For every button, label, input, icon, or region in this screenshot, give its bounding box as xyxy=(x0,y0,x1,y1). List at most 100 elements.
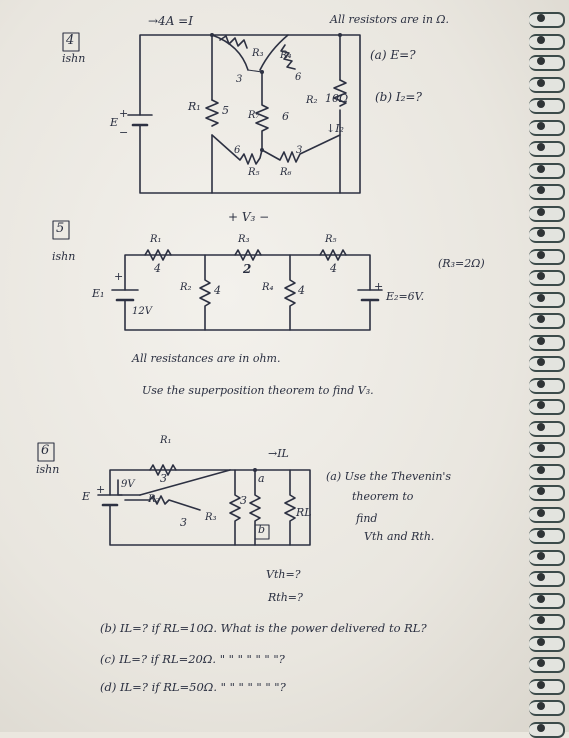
p4-plus: + xyxy=(119,107,129,120)
punch-hole xyxy=(537,143,545,151)
p4-r2: R₂ xyxy=(306,95,318,106)
p6-rl-zigzag xyxy=(284,469,296,546)
spiral-ring xyxy=(529,76,565,93)
p6-vth: Vth=? xyxy=(266,568,301,581)
p4-question-a: (a) E=? xyxy=(370,48,416,62)
spiral-ring xyxy=(529,55,565,71)
spiral-ring xyxy=(529,463,565,480)
punch-hole xyxy=(537,250,545,259)
p5-r5: R₅ xyxy=(325,234,337,245)
punch-hole xyxy=(537,422,545,431)
p4-r1-value: 5 xyxy=(222,104,229,117)
p5-e1-value: 12V xyxy=(132,306,152,317)
spiral-ring xyxy=(529,334,565,351)
spiral-ring xyxy=(529,313,565,329)
p6-question-a-3: find xyxy=(356,512,378,525)
p4-tag: ishn xyxy=(62,52,86,65)
p5-r1-zigzag xyxy=(144,249,172,261)
p6-r1-value: 3 xyxy=(160,472,167,485)
spiral-ring xyxy=(529,291,565,308)
punch-hole xyxy=(537,379,545,388)
punch-hole xyxy=(537,444,545,452)
spiral-ring xyxy=(529,420,565,437)
p4-r2-zigzag xyxy=(333,79,347,107)
p4-note: All resistors are in Ω. xyxy=(330,13,450,26)
p6-question-b: (b) IL=? if RL=10Ω. What is the power de… xyxy=(100,621,427,635)
p4-source-label: E xyxy=(110,116,119,129)
p6-outer-loop xyxy=(109,469,311,546)
punch-hole xyxy=(537,616,545,624)
p5-r5-zigzag xyxy=(319,249,347,261)
p6-question-a-2: theorem to xyxy=(352,490,414,503)
p5-e2: E₂=6V. xyxy=(386,290,425,303)
spiral-ring xyxy=(529,442,565,458)
punch-hole xyxy=(537,508,545,517)
p4-number: 4 xyxy=(66,33,75,48)
p5-r4: R₄ xyxy=(262,282,274,293)
punch-hole xyxy=(537,573,545,581)
p4-r4: R₄ xyxy=(280,50,292,61)
spiral-ring xyxy=(529,356,565,372)
p4-r1-zigzag xyxy=(205,99,219,127)
spiral-ring xyxy=(529,12,565,28)
p4-r3: R₃ xyxy=(252,48,264,59)
p5-r2-value: 4 xyxy=(214,284,221,297)
p5-plus-e1: + xyxy=(114,270,124,283)
spiral-ring xyxy=(529,162,565,179)
p6-diagonal-wire xyxy=(139,469,231,496)
spiral-ring xyxy=(529,98,565,114)
punch-hole xyxy=(537,594,545,603)
spiral-ring xyxy=(529,485,565,501)
spiral-ring xyxy=(529,592,565,609)
spiral-ring xyxy=(529,33,565,50)
p4-r6: R₆ xyxy=(280,167,292,178)
p4-r7-zigzag xyxy=(255,71,269,151)
punch-hole xyxy=(537,702,545,710)
p6-tag: ishn xyxy=(36,463,60,476)
p4-r3-zigzag xyxy=(219,35,248,49)
punch-hole xyxy=(537,659,545,667)
p4-r4-value: 6 xyxy=(295,72,302,83)
p4-r3-value: 3 xyxy=(236,74,243,85)
spiral-ring xyxy=(529,141,565,157)
p5-e1: E₁ xyxy=(92,287,105,300)
punch-hole xyxy=(537,315,545,323)
p5-r3: R₃ xyxy=(238,234,250,245)
p6-rth: Rth=? xyxy=(268,591,303,604)
punch-hole xyxy=(537,14,545,22)
punch-hole xyxy=(537,57,545,65)
p5-r4-zigzag xyxy=(284,254,296,331)
p4-r5-value: 6 xyxy=(234,145,241,156)
punch-hole xyxy=(537,293,545,302)
p6-r2-value: 3 xyxy=(180,516,187,529)
punch-hole xyxy=(537,465,545,474)
punch-hole xyxy=(537,121,545,130)
spiral-ring xyxy=(529,270,565,286)
spiral-ring xyxy=(529,571,565,587)
spiral-ring xyxy=(529,700,565,716)
punch-hole xyxy=(537,229,545,237)
punch-hole xyxy=(537,530,545,538)
punch-hole xyxy=(537,164,545,173)
spiral-ring xyxy=(529,227,565,243)
p4-r6-value: 3 xyxy=(296,145,303,156)
p6-question-c: (c) IL=? if RL=20Ω. " " " " " " "? xyxy=(100,652,285,666)
p5-outer-loop xyxy=(124,254,371,331)
p5-number: 5 xyxy=(56,221,65,236)
p4-minus: − xyxy=(119,126,129,139)
p6-question-a-1: (a) Use the Thevenin's xyxy=(326,470,452,483)
p5-plus-e2: + xyxy=(374,280,384,293)
punch-hole xyxy=(537,551,545,560)
p4-r5: R₅ xyxy=(248,167,260,178)
p4-r5-zigzag xyxy=(211,134,263,165)
p6-r3: R₃ xyxy=(205,512,217,523)
p4-question-b: (b) I₂=? xyxy=(375,90,422,104)
spiral-ring xyxy=(529,549,565,566)
spiral-ring xyxy=(529,184,565,200)
spiral-ring xyxy=(529,377,565,394)
p6-question-d: (d) IL=? if RL=50Ω. " " " " " " "? xyxy=(100,680,286,694)
p4-top-wires xyxy=(211,34,289,71)
p5-r3-value: 2 xyxy=(243,262,252,276)
